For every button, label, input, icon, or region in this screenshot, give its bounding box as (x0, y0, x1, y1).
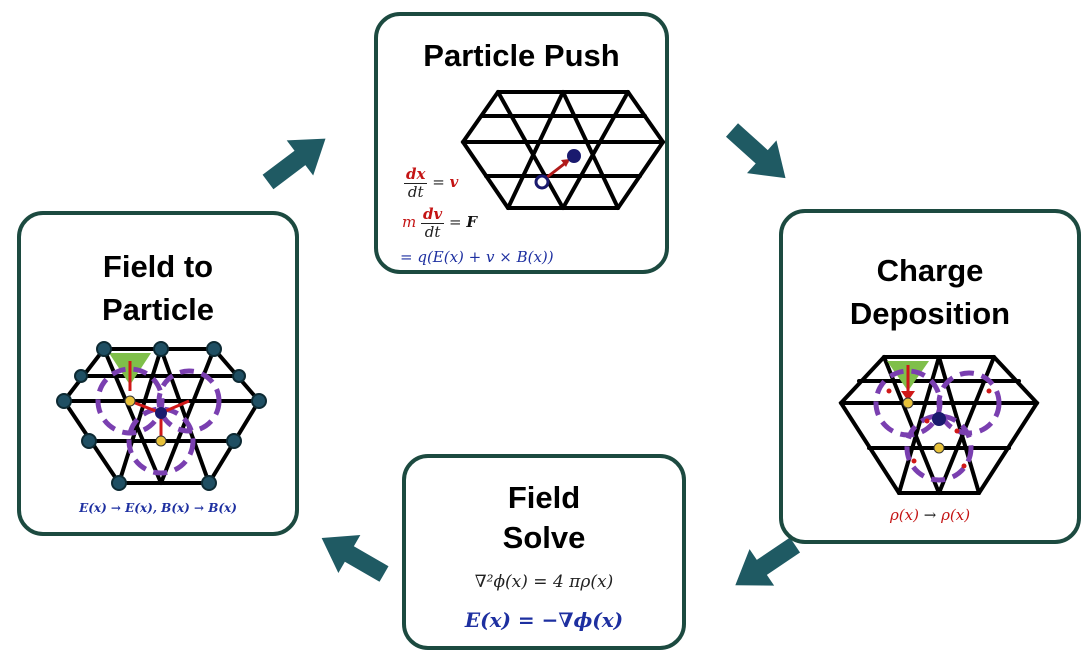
arrow-to-particle-push (262, 138, 326, 190)
grid-node (902, 397, 914, 409)
particle-icon (932, 412, 946, 426)
push-eq3: = q(E(x) + v × B(x)) (400, 248, 554, 266)
solve-eq1: ∇²ϕ(x) = 4 πρ(x) (474, 572, 614, 592)
particle-push-mesh (460, 90, 666, 210)
grid-node (933, 442, 945, 454)
charge-eq: ρ(x) → ρ(x) (889, 506, 971, 524)
particle-icon (567, 149, 581, 163)
charge-deposition-box: Charge Deposition ρ(x) → (779, 209, 1081, 544)
particle-icon (155, 407, 167, 419)
arrow-to-field-to-particle (321, 534, 389, 582)
field-solve-box: Field Solve ∇²ϕ(x) = 4 πρ(x) E(x) = −∇ϕ(… (402, 454, 686, 650)
charge-rings (95, 366, 222, 476)
field-to-particle-mesh (56, 341, 267, 491)
field-to-particle-box: Field to Particle (17, 211, 299, 536)
field-to-particle-title: Field to Particle (101, 249, 214, 327)
field-solve-title: Field Solve (502, 480, 586, 555)
particle-push-title: Particle Push (423, 38, 620, 73)
charge-deposition-title: Charge Deposition (849, 253, 1011, 331)
field-eq: E(x) → E(x), B(x) → B(x) (79, 501, 237, 515)
charge-rings (873, 368, 1002, 483)
old-particle-icon (534, 174, 550, 190)
field-nodes (56, 341, 267, 491)
solve-eq2: E(x) = −∇ϕ(x) (464, 608, 624, 632)
arrow-to-charge-deposition (725, 123, 786, 179)
arrow-to-field-solve (735, 537, 801, 586)
grid-node (155, 435, 167, 447)
charge-deposition-mesh (838, 355, 1040, 495)
grid-node (124, 395, 136, 407)
